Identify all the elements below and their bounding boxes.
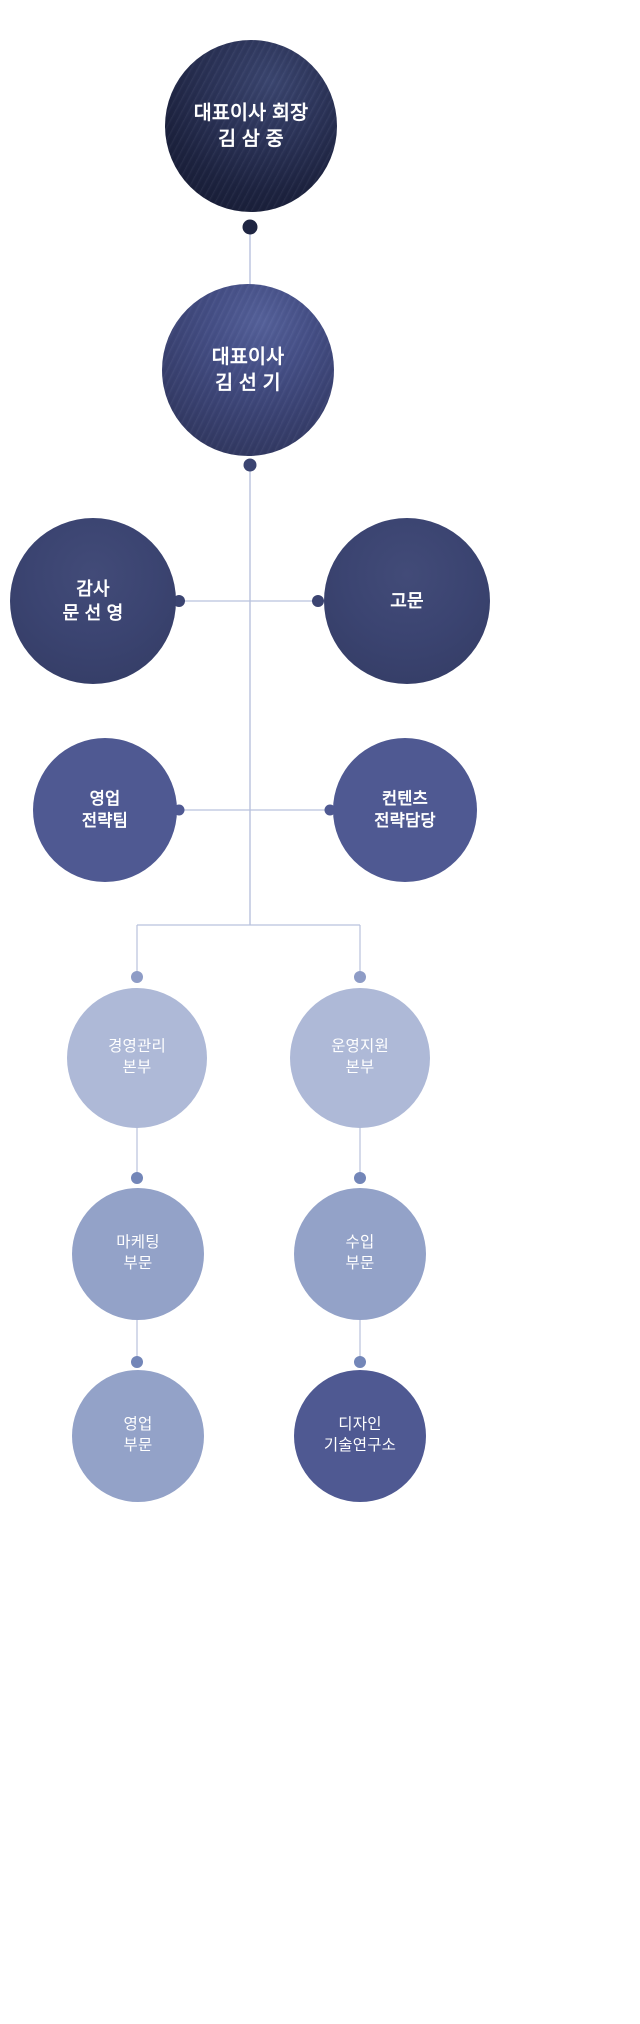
connector-dot-sales-division [131, 1356, 143, 1368]
node-content-strategy[interactable]: 컨텐츠 전략담당 [333, 738, 477, 882]
node-import-line1: 수입 [345, 1234, 375, 1252]
node-advisor[interactable]: 고문 [324, 518, 490, 684]
connector-dot-marketing [131, 1172, 143, 1184]
node-chairman-title: 대표이사 회장 [193, 101, 309, 124]
node-chairman[interactable]: 대표이사 회장 김 삼 중 [165, 40, 337, 212]
node-content-strategy-line2: 전략담당 [374, 812, 436, 830]
connector-dot-design-lab [354, 1356, 366, 1368]
node-design-tech-lab[interactable]: 디자인 기술연구소 [294, 1370, 426, 1502]
node-operations-hq-line1: 운영지원 [331, 1038, 389, 1056]
node-management-hq-line2: 본부 [122, 1059, 152, 1076]
node-advisor-title: 고문 [390, 590, 424, 611]
node-ceo-name: 김 선 기 [215, 372, 281, 394]
node-management-headquarters[interactable]: 경영관리 본부 [67, 988, 207, 1128]
node-sales-division-line2: 부문 [123, 1437, 153, 1454]
node-design-lab-line2: 기술연구소 [323, 1437, 397, 1454]
node-import-line2: 부문 [345, 1255, 375, 1272]
node-operations-headquarters[interactable]: 운영지원 본부 [290, 988, 430, 1128]
connector-dot-chairman [242, 219, 258, 235]
node-management-hq-line1: 경영관리 [108, 1038, 166, 1056]
node-sales-division-line1: 영업 [123, 1416, 153, 1434]
connector-dot-operations-hq [354, 971, 366, 983]
node-marketing-division[interactable]: 마케팅 부문 [72, 1188, 204, 1320]
node-auditor-title: 감사 [76, 578, 110, 599]
node-sales-strategy-team[interactable]: 영업 전략팀 [33, 738, 177, 882]
connector-dot-import [354, 1172, 366, 1184]
connector-dot-ceo [243, 458, 257, 472]
connector-dot-advisor [312, 595, 324, 607]
node-design-lab-line1: 디자인 [338, 1416, 382, 1434]
node-content-strategy-line1: 컨텐츠 [381, 789, 429, 808]
node-sales-strategy-line1: 영업 [89, 789, 121, 808]
node-operations-hq-line2: 본부 [345, 1059, 375, 1076]
node-import-division[interactable]: 수입 부문 [294, 1188, 426, 1320]
node-auditor-name: 문 선 영 [62, 603, 124, 623]
node-marketing-line1: 마케팅 [116, 1234, 160, 1252]
node-auditor[interactable]: 감사 문 선 영 [10, 518, 176, 684]
node-ceo[interactable]: 대표이사 김 선 기 [162, 284, 334, 456]
node-sales-division[interactable]: 영업 부문 [72, 1370, 204, 1502]
node-sales-strategy-line2: 전략팀 [81, 812, 129, 830]
node-chairman-name: 김 삼 중 [218, 128, 284, 150]
connector-dot-management-hq [131, 971, 143, 983]
node-ceo-title: 대표이사 [211, 345, 285, 368]
node-marketing-line2: 부문 [123, 1255, 153, 1272]
